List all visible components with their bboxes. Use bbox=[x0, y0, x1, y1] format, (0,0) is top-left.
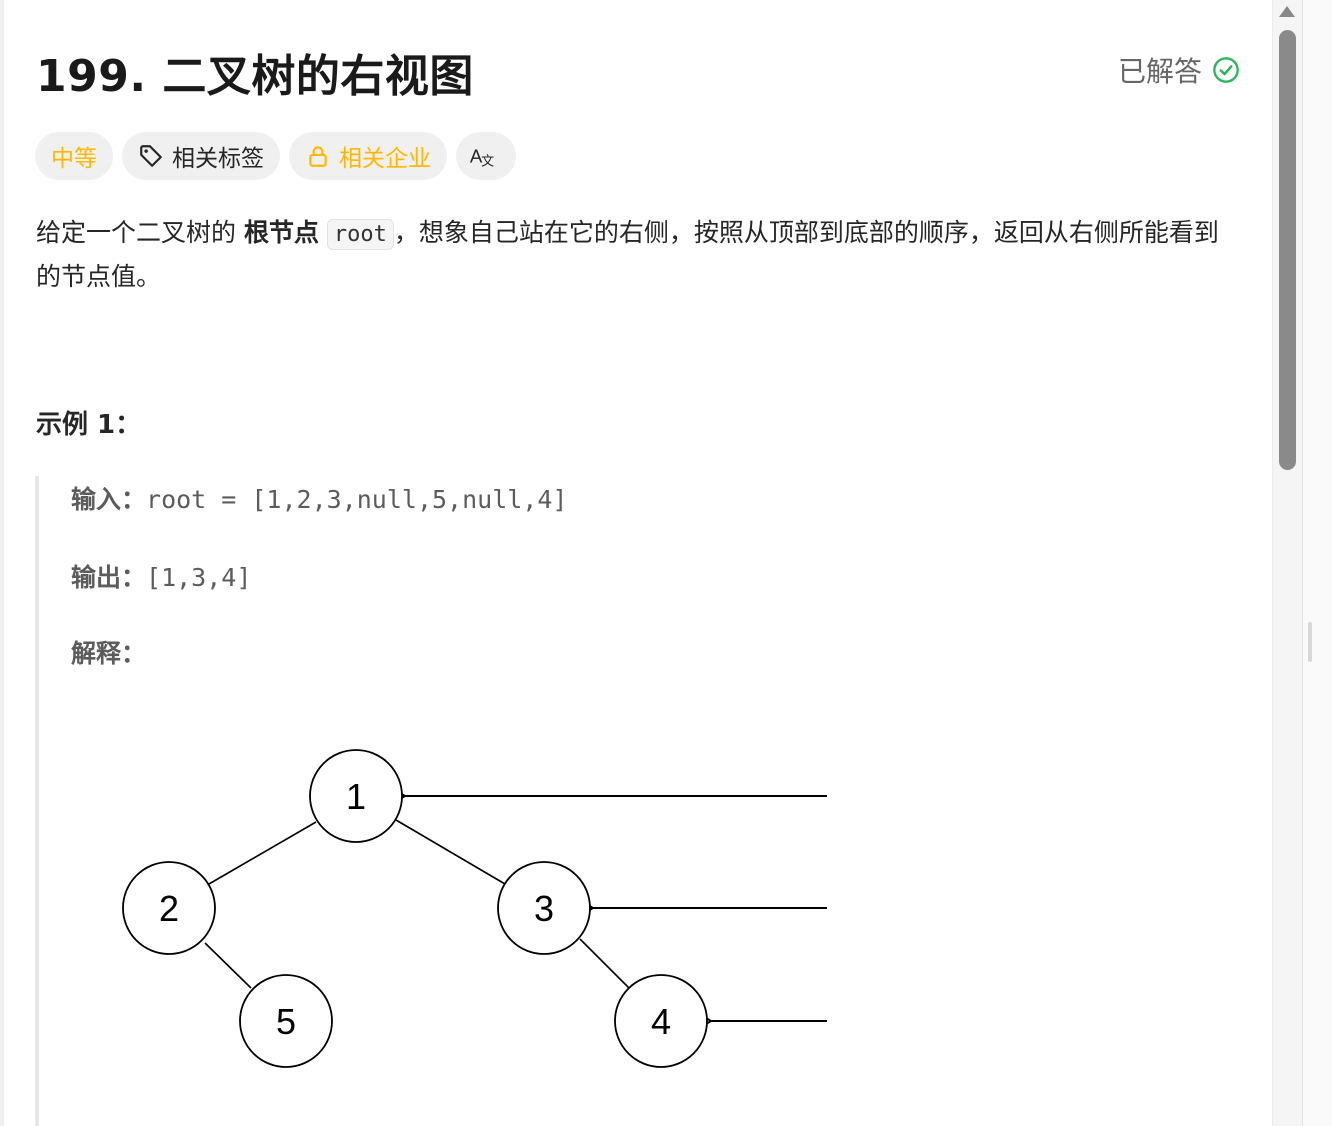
svg-text:文: 文 bbox=[481, 154, 494, 169]
tree-node: 4 bbox=[614, 974, 708, 1068]
scroll-up-arrow-icon[interactable] bbox=[1279, 6, 1295, 17]
explanation-label: 解释： bbox=[71, 639, 147, 668]
input-value: root = [1,2,3,null,5,null,4] bbox=[146, 485, 568, 514]
related-companies-button[interactable]: 相关企业 bbox=[289, 132, 447, 180]
tree-node-label: 3 bbox=[534, 888, 554, 929]
tree-node-label: 2 bbox=[159, 888, 179, 929]
check-circle-icon bbox=[1213, 57, 1239, 83]
related-tags-button[interactable]: 相关标签 bbox=[122, 132, 280, 180]
solved-label: 已解答 bbox=[1117, 55, 1202, 88]
problem-title: 199. 二叉树的右视图 bbox=[36, 51, 474, 102]
input-label: 输入： bbox=[71, 485, 147, 514]
output-value: [1,3,4] bbox=[146, 563, 252, 592]
problem-panel: 199. 二叉树的右视图 已解答 中等 相关标签 相关企业 bbox=[0, 0, 1240, 1126]
tag-row: 中等 相关标签 相关企业 A 文 bbox=[35, 132, 516, 180]
tree-node: 3 bbox=[497, 861, 591, 955]
tree-node: 5 bbox=[239, 974, 333, 1068]
edge-3-4 bbox=[579, 938, 630, 989]
output-label: 输出： bbox=[71, 563, 147, 592]
example-explanation: 解释： bbox=[71, 634, 146, 670]
related-companies-label: 相关企业 bbox=[339, 146, 431, 172]
panel-divider bbox=[1302, 0, 1332, 1126]
example-output: 输出：[1,3,4] bbox=[71, 558, 251, 594]
difficulty-tag[interactable]: 中等 bbox=[35, 132, 113, 180]
tag-icon bbox=[140, 145, 162, 167]
lock-icon bbox=[309, 146, 327, 167]
problem-description: 给定一个二叉树的 根节点 root，想象自己站在它的右侧，按照从顶部到底部的顺序… bbox=[36, 218, 1219, 291]
translate-button[interactable]: A 文 bbox=[456, 132, 516, 180]
example-heading: 示例 1： bbox=[36, 410, 142, 440]
related-tags-label: 相关标签 bbox=[172, 146, 264, 172]
scrollbar-thumb[interactable] bbox=[1279, 30, 1296, 470]
svg-text:A: A bbox=[470, 146, 483, 167]
edge-1-2 bbox=[208, 821, 317, 885]
edge-2-5 bbox=[204, 942, 252, 989]
tree-node: 2 bbox=[122, 861, 216, 955]
resize-handle[interactable] bbox=[1308, 622, 1312, 662]
translate-icon: A 文 bbox=[470, 146, 494, 170]
solved-status: 已解答 bbox=[1118, 50, 1240, 90]
tree-node-label: 5 bbox=[276, 1001, 296, 1042]
panel-left-edge bbox=[0, 0, 4, 1126]
example-block: 输入：root = [1,2,3,null,5,null,4] 输出：[1,3,… bbox=[35, 476, 1239, 1126]
tree-diagram: 1 2 3 5 4 bbox=[122, 749, 827, 1068]
edge-1-3 bbox=[395, 819, 506, 885]
example-input: 输入：root = [1,2,3,null,5,null,4] bbox=[71, 480, 567, 516]
difficulty-label: 中等 bbox=[51, 146, 97, 172]
tree-node: 1 bbox=[309, 749, 403, 843]
root-node-bold: 根节点 bbox=[243, 218, 319, 247]
tree-node-label: 1 bbox=[346, 776, 366, 817]
tree-node-label: 4 bbox=[651, 1001, 671, 1042]
inline-code-root: root bbox=[326, 219, 394, 250]
